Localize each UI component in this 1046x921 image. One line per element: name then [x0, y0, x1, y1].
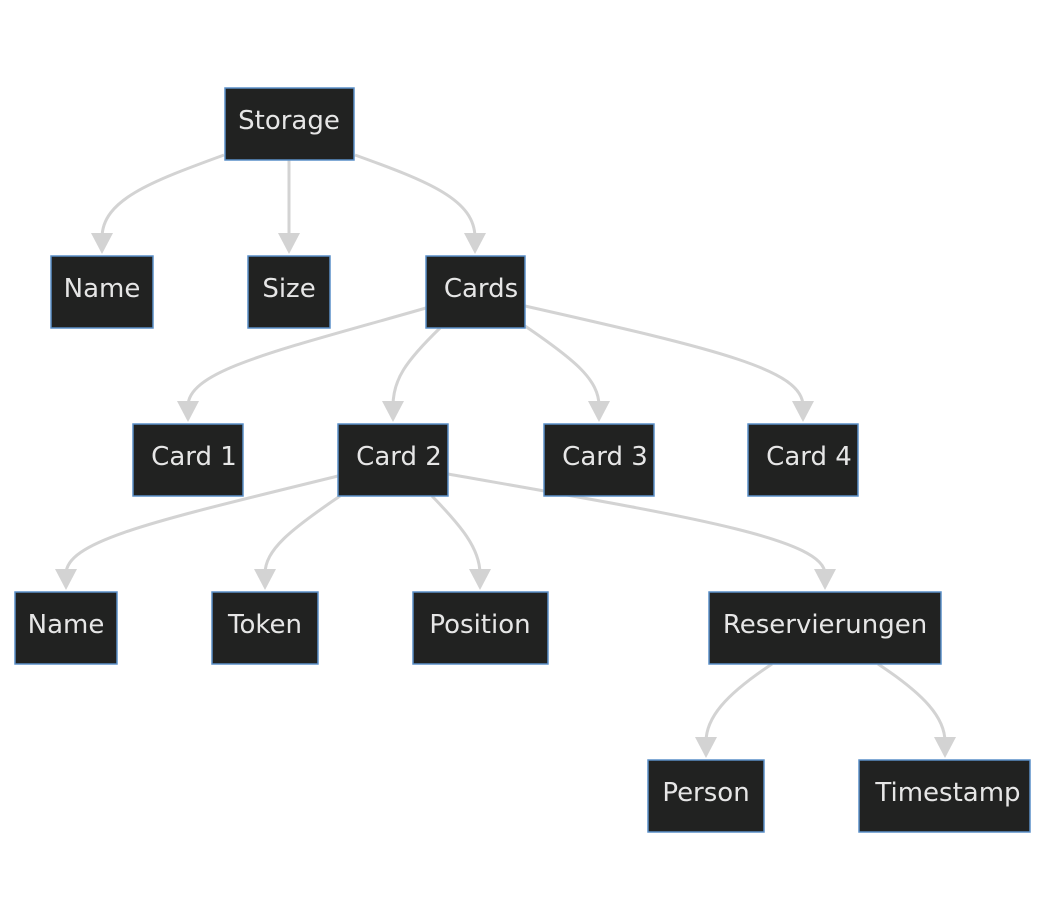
- node-reservierungen: Reservierungen: [708, 591, 942, 665]
- arrowhead: [254, 569, 276, 590]
- edge-storage-name: [100, 153, 225, 239]
- node-cards: Cards: [425, 255, 526, 329]
- node-card2: Card 2: [337, 423, 449, 497]
- node-label: Card 4: [766, 442, 852, 472]
- node-name-card: Name: [14, 591, 118, 665]
- node-label: Position: [429, 610, 530, 640]
- node-card3: Card 3: [543, 423, 655, 497]
- node-label: Person: [662, 778, 749, 808]
- node-label: Name: [64, 274, 141, 304]
- node-label: Card 2: [356, 442, 442, 472]
- edge-reservierungen-timestamp: [877, 662, 947, 743]
- arrowhead: [382, 401, 404, 422]
- edge-card2-name: [64, 474, 339, 575]
- arrowhead: [464, 233, 486, 254]
- node-name-top: Name: [50, 255, 154, 329]
- edge-storage-cards: [354, 153, 477, 239]
- node-label: Card 1: [151, 442, 237, 472]
- node-label: Storage: [238, 106, 340, 136]
- edges: [55, 153, 956, 758]
- arrowhead: [177, 401, 199, 422]
- node-label: Token: [227, 610, 302, 640]
- node-position: Position: [412, 591, 549, 665]
- arrowhead: [91, 233, 113, 254]
- arrowhead: [55, 569, 77, 590]
- arrowhead: [792, 401, 814, 422]
- arrowhead: [588, 401, 610, 422]
- node-size: Size: [247, 255, 331, 329]
- node-token: Token: [211, 591, 319, 665]
- node-card4: Card 4: [747, 423, 859, 497]
- node-label: Reservierungen: [723, 610, 927, 640]
- arrowhead: [934, 737, 956, 758]
- edge-card2-reservierungen: [447, 472, 827, 575]
- node-card1: Card 1: [132, 423, 244, 497]
- edge-cards-card2: [391, 326, 442, 407]
- arrowhead: [695, 737, 717, 758]
- node-label: Card 3: [562, 442, 648, 472]
- node-person: Person: [647, 759, 765, 833]
- node-storage: Storage: [224, 87, 355, 161]
- arrowhead: [814, 569, 836, 590]
- node-label: Size: [262, 274, 315, 304]
- arrowhead: [278, 233, 300, 254]
- edge-cards-card1: [186, 306, 427, 407]
- edge-cards-card3: [524, 324, 601, 407]
- arrowhead: [469, 569, 491, 590]
- node-label: Cards: [444, 274, 518, 304]
- edge-card2-token: [263, 494, 341, 575]
- node-label: Name: [28, 610, 105, 640]
- edge-cards-card4: [524, 304, 805, 407]
- node-label: Timestamp: [874, 778, 1020, 808]
- edge-card2-position: [430, 494, 482, 575]
- edge-reservierungen-person: [704, 662, 773, 743]
- node-timestamp: Timestamp: [858, 759, 1031, 833]
